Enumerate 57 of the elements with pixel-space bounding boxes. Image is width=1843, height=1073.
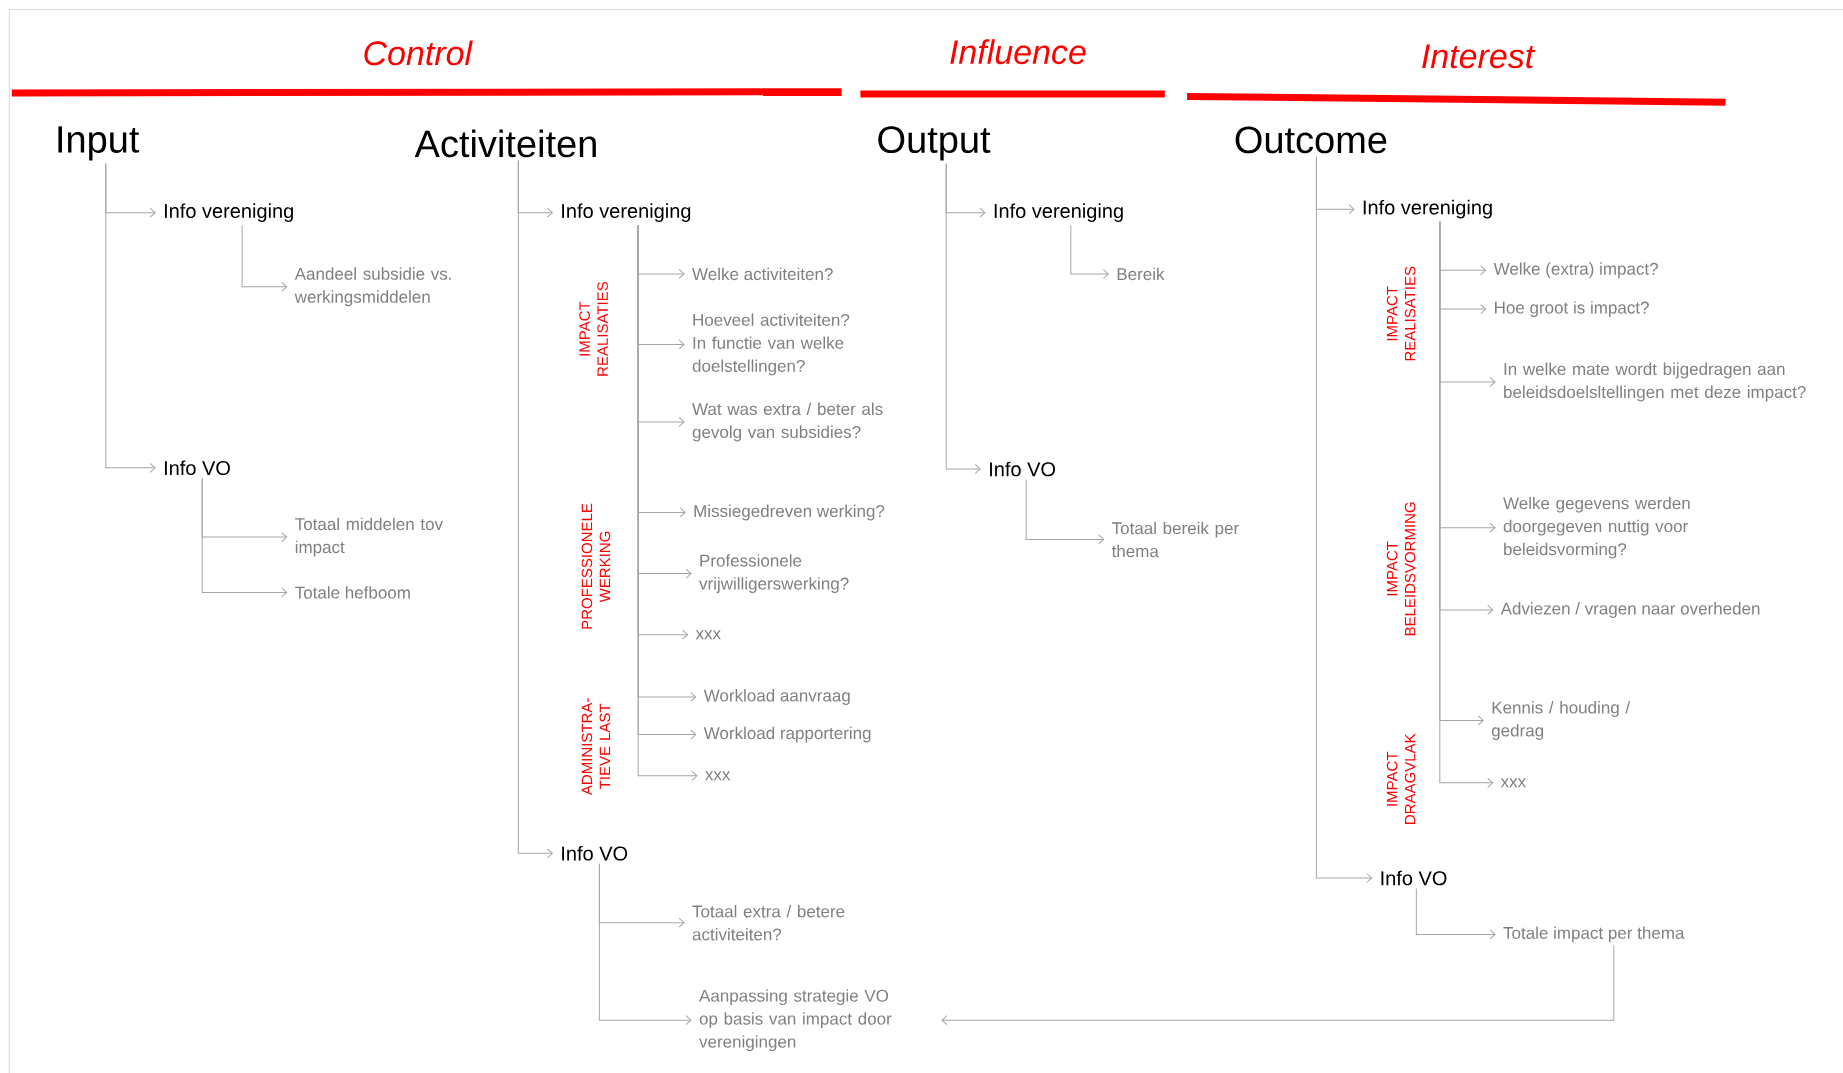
item-text: Aanpassing strategie VO op basis van impact door verenigingen [699, 989, 892, 1052]
section-title: Influence [950, 39, 1086, 65]
section-title: Interest [1422, 44, 1536, 69]
group-label: PROFESSIONELE WERKING [581, 503, 611, 629]
item-text: xxx [705, 771, 731, 781]
item-text: Welke activiteiten? [692, 267, 833, 281]
branch-label: Info VO [164, 460, 230, 476]
item-text: Workload rapportering [703, 726, 871, 743]
arrow [201, 477, 288, 598]
item-text: Welke gegevens werden doorgegeven nuttig voor beleidsvorming? [1503, 496, 1690, 559]
branch-label: Info vereniging [994, 203, 1123, 222]
arrow [945, 163, 981, 474]
item-text: Missiegedreven werking? [694, 504, 885, 521]
group-label: IMPACT REALISATIES [579, 282, 608, 376]
column-heading: Output [878, 126, 991, 161]
branch-label: Info vereniging [1363, 199, 1492, 219]
section-title: Control [364, 40, 473, 66]
arrow [598, 863, 692, 1026]
arrow [1415, 888, 1496, 940]
arrow [241, 224, 288, 292]
item-text: Adviezen / vragen naar overheden [1500, 602, 1760, 618]
group-label: IMPACT DRAAGVLAK [1386, 733, 1416, 824]
item-text: Welke (extra) impact? [1493, 262, 1658, 279]
item-text: Totale hefboom [295, 586, 410, 599]
item-text: xxx [1500, 778, 1526, 788]
item-text: Totale impact per thema [1503, 926, 1685, 943]
item-text: Totaal middelen tov impact [295, 517, 443, 557]
item-text: In welke mate wordt bijgedragen aan beleidsdoelsltellingen met deze impact? [1504, 362, 1806, 402]
column-heading: Outcome [1235, 126, 1387, 154]
item-text: Aandeel subsidie vs. werkingsmiddelen [294, 267, 451, 307]
arrow [517, 160, 553, 859]
branch-label: Info VO [1381, 870, 1447, 886]
item-text: Hoeveel activiteiten? In functie van welke doelstellingen? [692, 313, 850, 376]
arrow [1439, 221, 1494, 788]
column-heading: Input [58, 126, 140, 161]
arrow [1315, 156, 1373, 883]
arrow [941, 945, 1615, 1026]
group-label: IMPACT REALISATIES [1386, 266, 1416, 361]
arrow [1025, 479, 1105, 545]
branch-label: Info vereniging [562, 203, 691, 222]
branch-label: Info VO [562, 845, 628, 861]
column-heading: Activiteiten [414, 129, 596, 158]
item-text: Workload aanvraag [703, 689, 850, 705]
arrow [105, 163, 156, 473]
arrow [1070, 224, 1109, 279]
item-text: xxx [695, 630, 721, 640]
item-text: Bereik [1117, 267, 1165, 281]
group-label: ADMINISTRA-TIEVE LAST [581, 698, 611, 796]
item-text: Hoe groot is impact? [1495, 301, 1649, 317]
item-text: Professionele vrijwilligerswerking? [699, 554, 849, 593]
item-text: Totaal bereik per thema [1111, 521, 1239, 558]
item-text: Totaal extra / betere activiteiten? [692, 904, 845, 941]
item-text: Kennis / houding / gedrag [1491, 701, 1631, 740]
branch-label: Info vereniging [164, 203, 293, 222]
item-text: Wat was extra / beter als gevolg van subsidies? [692, 402, 883, 442]
branch-label: Info VO [990, 461, 1056, 477]
group-label: IMPACT BELEIDSVORMING [1386, 502, 1416, 636]
